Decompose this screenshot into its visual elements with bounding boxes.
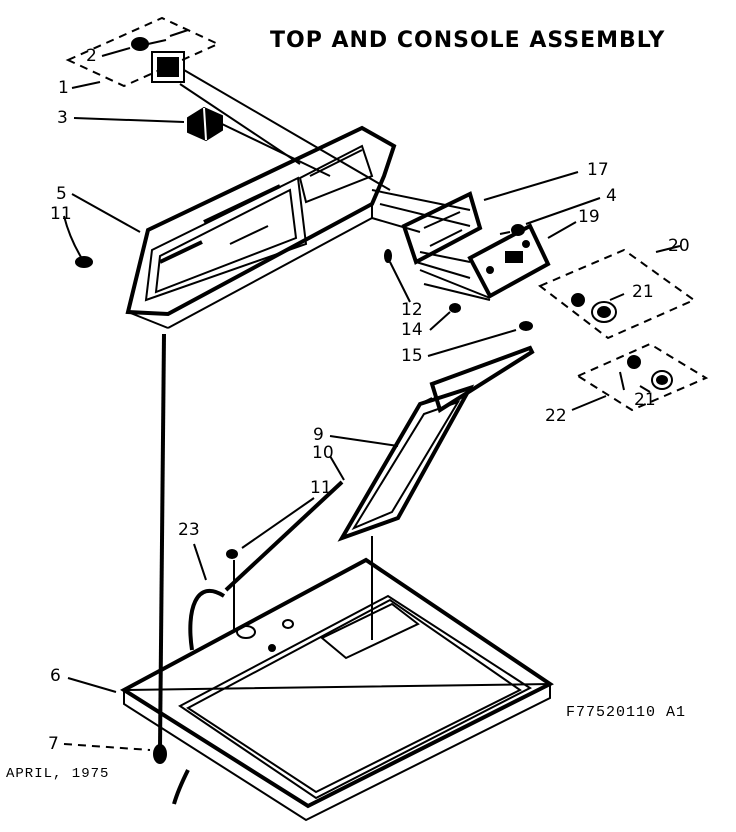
part-label-11-lower: 11: [310, 478, 332, 498]
part-label-3: 3: [57, 108, 68, 128]
part-label-7: 7: [48, 734, 59, 754]
part-17-plate: [401, 191, 483, 265]
part-label-1: 1: [58, 78, 69, 98]
part-label-12: 12: [401, 300, 423, 320]
part-label-17: 17: [587, 160, 609, 180]
part-label-21-lower: 21: [634, 390, 656, 410]
part-label-2: 2: [86, 46, 97, 66]
part-6-top-panel: [120, 557, 554, 822]
part-label-6: 6: [50, 666, 61, 686]
part-label-23: 23: [178, 520, 200, 540]
part-label-15: 15: [401, 346, 423, 366]
part-label-19: 19: [578, 207, 600, 227]
part-5-console: [125, 125, 471, 329]
part-label-22: 22: [545, 406, 567, 426]
part-20-knob-group: [538, 248, 697, 340]
part-9-lint-housing: [337, 345, 535, 542]
part-label-21-upper: 21: [632, 282, 654, 302]
part-label-11-upper: 11: [50, 204, 72, 224]
part-3-block: [187, 106, 223, 142]
diagram-title: TOP AND CONSOLE ASSEMBLY: [270, 28, 666, 53]
part-label-5: 5: [56, 184, 67, 204]
part-label-4: 4: [606, 186, 617, 206]
part-19-bracket: [467, 223, 551, 299]
part-22-knob-group: [575, 342, 709, 412]
part-label-14: 14: [401, 320, 423, 340]
drawing-code: F77520110 A1: [566, 704, 687, 721]
part-1-switch-group: [65, 16, 221, 88]
part-label-9: 9: [313, 425, 324, 445]
date-stamp: APRIL, 1975: [6, 766, 110, 782]
part-label-10: 10: [312, 443, 334, 463]
